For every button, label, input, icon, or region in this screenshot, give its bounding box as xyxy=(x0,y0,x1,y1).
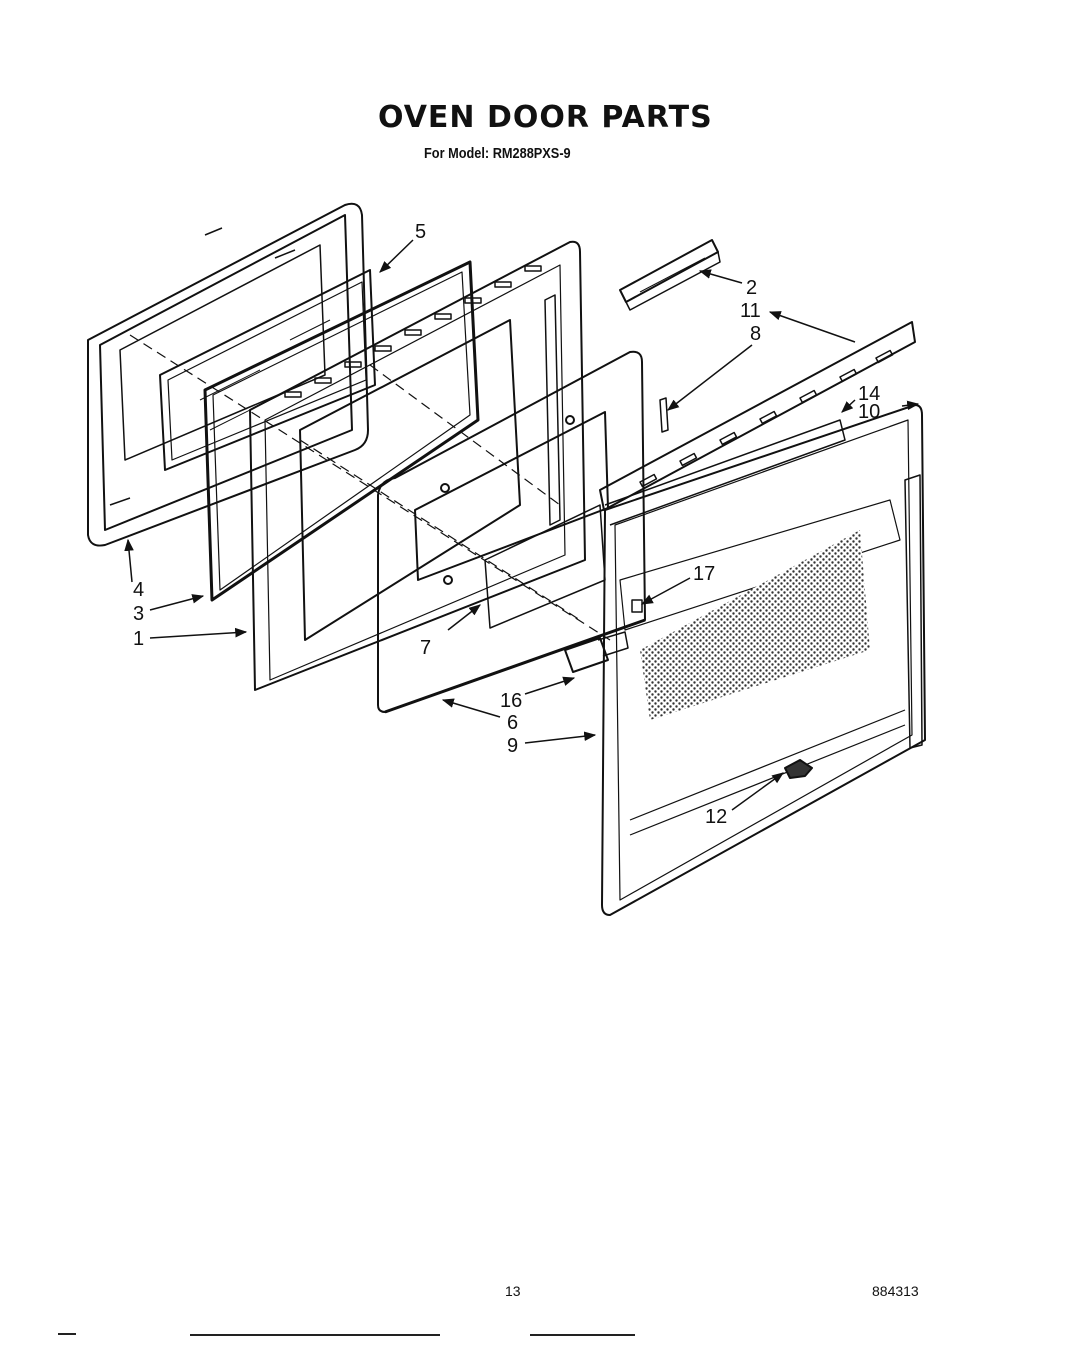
page-title: OVEN DOOR PARTS xyxy=(378,100,713,135)
small-fastener xyxy=(631,599,643,613)
callout-1: 1 xyxy=(133,628,144,650)
callout-11: 11 xyxy=(740,300,761,322)
inner-door-panel xyxy=(249,240,586,691)
callout-12: 12 xyxy=(705,806,727,828)
handle-clip xyxy=(784,759,813,779)
leader-arrows xyxy=(124,239,920,811)
callout-17: 17 xyxy=(693,563,715,585)
callout-6: 6 xyxy=(507,712,518,734)
hinge-bracket xyxy=(564,631,629,673)
inner-glass-pack xyxy=(159,269,376,471)
vent-trim-strip xyxy=(599,321,916,511)
callout-9: 9 xyxy=(507,735,518,757)
rail-bracket xyxy=(619,239,721,311)
callout-8: 8 xyxy=(750,323,761,345)
footer-rule-middle xyxy=(190,1334,440,1336)
callout-4: 4 xyxy=(133,579,144,601)
door-clip xyxy=(659,397,669,433)
door-gasket xyxy=(203,260,480,602)
footer-rule-right xyxy=(530,1334,635,1336)
footer-rule-left xyxy=(58,1333,76,1335)
bracket-plate xyxy=(484,504,606,629)
callout-16: 16 xyxy=(500,690,522,712)
page-number: 13 xyxy=(505,1283,521,1299)
model-subtitle: For Model: RM288PXS-9 xyxy=(424,145,571,162)
callout-5: 5 xyxy=(415,221,426,243)
callout-7: 7 xyxy=(420,637,431,659)
document-number: 884313 xyxy=(872,1283,919,1299)
callout-3: 3 xyxy=(133,603,144,625)
callout-10: 10 xyxy=(858,401,880,423)
top-channel xyxy=(604,419,846,526)
callout-2: 2 xyxy=(746,277,757,299)
alignment-lines xyxy=(129,334,611,641)
inner-door-liner xyxy=(87,202,369,547)
callout-14: 14 xyxy=(858,383,880,405)
